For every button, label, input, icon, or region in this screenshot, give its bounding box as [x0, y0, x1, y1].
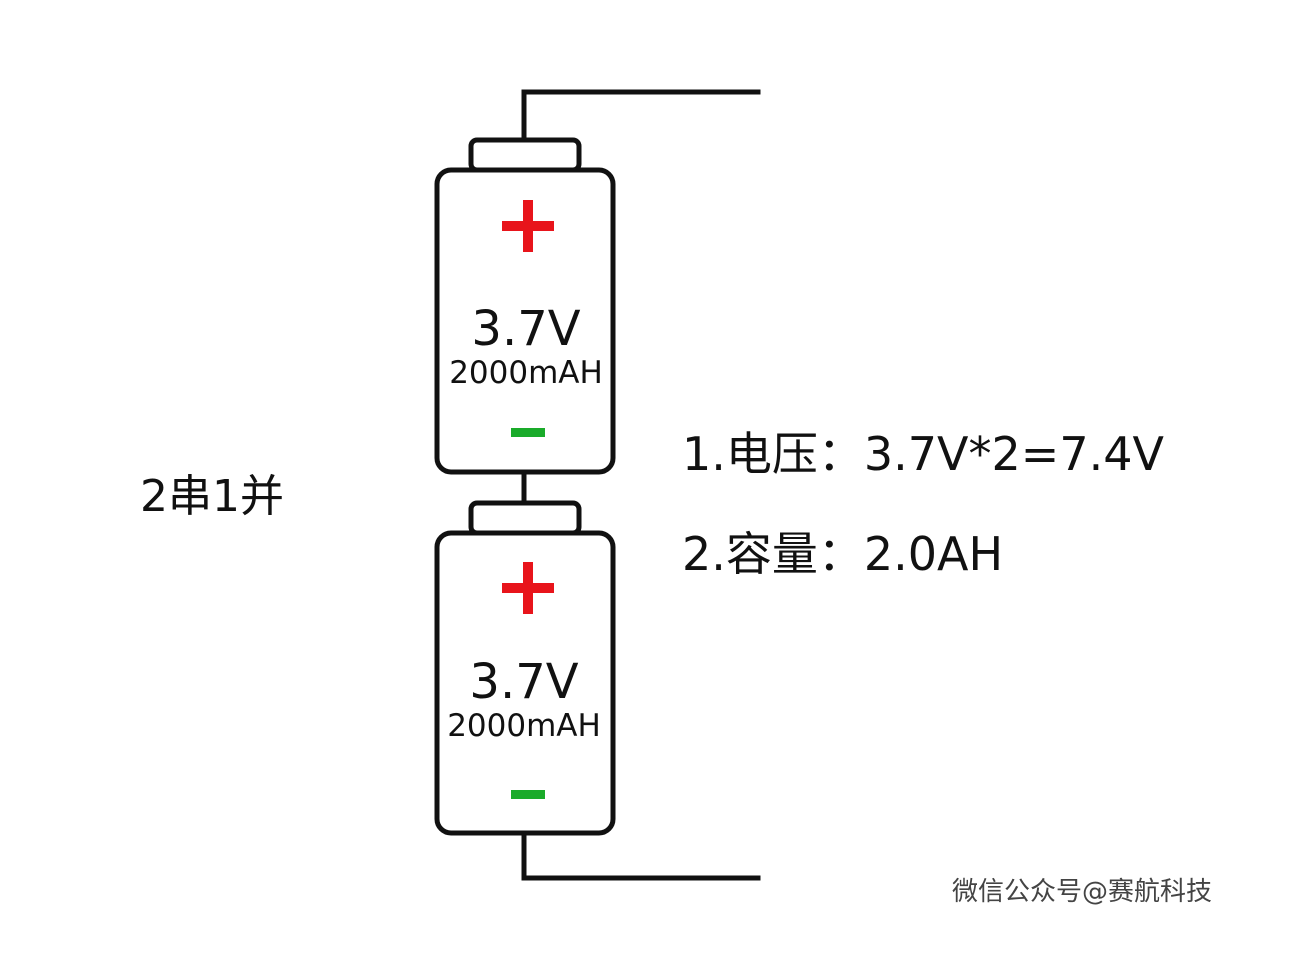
cell-1-positive-terminal: [468, 137, 582, 173]
cell-1-body: [434, 167, 616, 475]
watermark: 微信公众号@赛航科技: [952, 877, 1213, 907]
cell-1-negative-icon: [511, 428, 545, 437]
cell-2-body: [434, 530, 616, 836]
cell-2-negative-icon: [511, 790, 545, 799]
voltage-spec: 1.电压：3.7V*2=7.4V: [682, 427, 1164, 481]
bottom-lead-wire: [521, 829, 761, 881]
cell-2-positive-terminal: [468, 500, 582, 536]
battery-cell-2: 3.7V 2000mAH: [434, 500, 616, 836]
cell-2-capacity: 2000mAH: [447, 708, 601, 744]
cell-1-voltage: 3.7V: [471, 301, 580, 357]
cell-1-capacity: 2000mAH: [449, 355, 603, 391]
cell-1-positive-icon: [502, 200, 554, 252]
capacity-spec: 2.容量：2.0AH: [682, 527, 1004, 581]
cell-2-voltage: 3.7V: [469, 654, 578, 710]
configuration-label: 2串1并: [140, 471, 284, 522]
top-lead-wire: [521, 89, 761, 143]
battery-cell-1: 3.7V 2000mAH: [434, 137, 616, 475]
cell-2-positive-icon: [502, 562, 554, 614]
